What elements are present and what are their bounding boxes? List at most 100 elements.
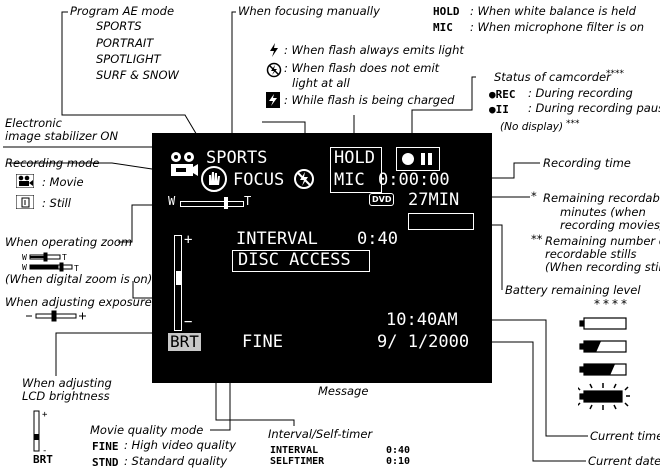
rec-desc: : During recording <box>528 86 633 100</box>
battery-high-icon <box>579 363 627 376</box>
lcd-screen: SPORTS FOCUS HOLD MIC 0:00:00 DVD 27MIN … <box>152 133 492 383</box>
remaining-value: 27MIN <box>408 190 460 210</box>
date-indicator: 9/ 1/2000 <box>377 332 470 352</box>
current-time-label: Current time <box>590 429 660 443</box>
remaining-label-2: minutes (when <box>560 205 646 219</box>
status-stars: **** <box>606 69 624 79</box>
brightness-minus: − <box>184 314 193 330</box>
brt-small-label: BRT <box>33 453 53 466</box>
pause-desc: : During recording pause <box>528 101 660 115</box>
message-indicator: DISC ACCESS <box>238 250 351 270</box>
exposure-bar-icon <box>26 310 86 322</box>
svg-text:T: T <box>62 253 67 262</box>
dvd-badge: DVD <box>369 193 395 206</box>
flash-off-icon <box>266 62 282 78</box>
zoom-bar-icon: W T W T <box>22 252 79 272</box>
rec-pause-icon <box>402 153 432 165</box>
lcd-brightness-label-2: LCD brightness <box>22 389 110 403</box>
interval-indicator: INTERVAL <box>236 229 318 249</box>
message-box <box>232 250 370 272</box>
status-label: Status of camcorder <box>494 70 611 84</box>
still-label: : Still <box>42 196 71 210</box>
battery-label: Battery remaining level <box>505 283 641 297</box>
current-date-label: Current date <box>588 454 660 468</box>
digital-zoom-label: (When digital zoom is on) <box>5 272 153 286</box>
interval-time-indicator: 0:40 <box>357 229 398 249</box>
interval-timer-label: Interval/Self-timer <box>268 427 373 441</box>
zoom-t-screen: T <box>244 194 252 208</box>
recording-time-label: Recording time <box>543 156 631 170</box>
still-icon <box>16 195 34 209</box>
stnd-desc: : Standard quality <box>124 454 228 468</box>
flash-on-icon <box>270 43 278 57</box>
movie-icon <box>16 174 34 188</box>
remaining-label-5: recordable stills <box>545 247 637 261</box>
flash-always-label: : When flash always emits light <box>284 43 464 57</box>
ae-mode-portrait: PORTRAIT <box>96 36 154 50</box>
mic-indicator: MIC <box>334 170 365 190</box>
battery-box <box>408 213 474 230</box>
time-indicator: 10:40AM <box>386 310 458 330</box>
brt-indicator: BRT <box>168 332 201 351</box>
flash-not-emit-label-2: light at all <box>292 76 350 90</box>
remaining-label-4: Remaining number of <box>545 234 660 248</box>
svg-text:-: - <box>42 446 47 456</box>
interval-value: 0:40 <box>386 445 411 456</box>
focus-indicator: FOCUS <box>233 170 285 190</box>
battery-low-icon <box>579 340 627 353</box>
fine-code: FINE <box>92 440 119 453</box>
battery-blinking-icon <box>578 383 630 410</box>
brightness-plus: + <box>184 232 193 248</box>
interval-code: INTERVAL <box>270 445 319 456</box>
stabilizer-icon <box>201 166 227 192</box>
lcd-brightness-label-1: When adjusting <box>22 376 112 390</box>
svg-text:W: W <box>22 253 27 262</box>
flash-charging-label: : While flash is being charged <box>284 93 455 107</box>
movie-mode-screen-icon <box>171 152 198 176</box>
remaining-stars-2: ** <box>531 232 543 246</box>
pause-code: ●II <box>489 103 509 116</box>
stnd-code: STND <box>92 456 119 469</box>
svg-text:W: W <box>22 263 27 272</box>
flash-not-emit-label-1: : When flash does not emit <box>284 61 440 75</box>
recording-mode-label: Recording mode <box>5 156 100 170</box>
program-ae-label: Program AE mode <box>70 4 175 18</box>
remaining-label-6: (When recording stills) <box>545 260 660 274</box>
mic-code: MIC <box>433 21 453 34</box>
rec-code: ●REC <box>489 88 516 101</box>
ae-mode-sports: SPORTS <box>96 19 142 33</box>
zoom-label: When operating zoom <box>5 235 133 249</box>
focus-manual-label: When focusing manually <box>238 4 380 18</box>
selftimer-code: SELFTIMER <box>270 456 325 467</box>
zoom-thumb <box>224 197 228 209</box>
exposure-label: When adjusting exposure <box>5 295 152 309</box>
svg-text:+: + <box>42 410 48 420</box>
selftimer-value: 0:10 <box>386 456 411 467</box>
remaining-star: * <box>531 189 537 203</box>
battery-full-empty-icon <box>579 317 627 330</box>
brightness-track <box>174 235 182 331</box>
program-ae-indicator: SPORTS <box>206 148 268 168</box>
flash-off-screen-icon <box>294 169 314 189</box>
brightness-bar-icon: + - <box>33 410 48 456</box>
status-box <box>396 147 440 171</box>
zoom-track <box>180 201 244 207</box>
svg-text:T: T <box>74 264 79 272</box>
message-label: Message <box>318 384 369 398</box>
hold-code: HOLD <box>433 5 460 18</box>
movie-quality-label: Movie quality mode <box>90 423 204 437</box>
mic-desc: : When microphone filter is on <box>470 20 645 34</box>
remaining-label-3: recording movies) <box>560 218 660 232</box>
movie-label: : Movie <box>42 175 84 189</box>
fine-desc: : High video quality <box>124 438 237 452</box>
quality-indicator: FINE <box>242 332 283 352</box>
no-display-stars: *** <box>566 119 580 129</box>
remaining-label-1: Remaining recordable <box>543 191 660 205</box>
hold-mic-box <box>330 147 382 193</box>
zoom-w-screen: W <box>168 194 176 208</box>
ae-mode-spotlight: SPOTLIGHT <box>96 52 161 66</box>
ae-mode-surf-snow: SURF & SNOW <box>96 68 179 82</box>
brightness-level <box>176 271 181 285</box>
battery-stars: **** <box>594 297 630 311</box>
